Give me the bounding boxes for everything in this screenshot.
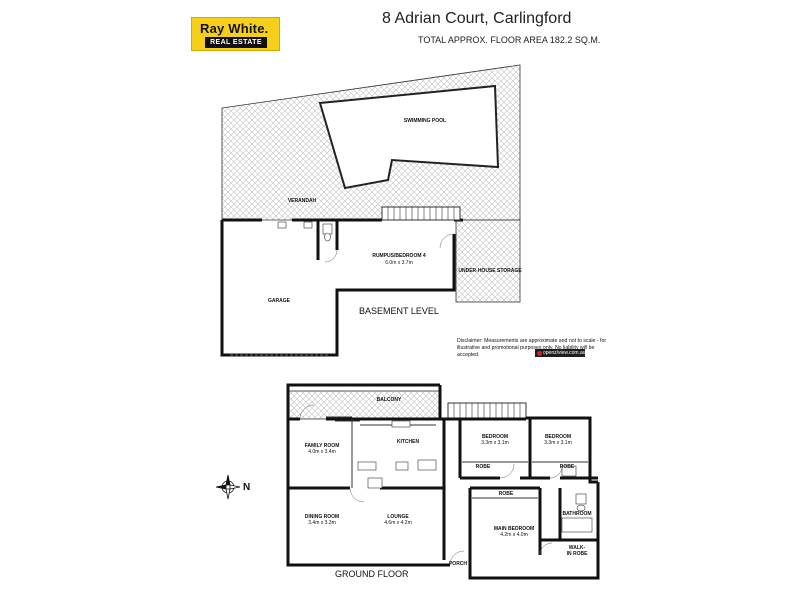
rumpus-label: RUMPUS/BEDROOM 4: [372, 253, 426, 259]
disclaimer-text: Disclaimer: Measurements are approximate…: [457, 338, 607, 358]
pool-label: SWIMMING POOL: [403, 118, 447, 124]
ground-floor-walls: [286, 383, 600, 580]
kitchen-fixtures: [357, 420, 437, 489]
storage-label: UNDER-HOUSE STORAGE: [458, 268, 522, 274]
bedroom-3-label: BEDROOM: [544, 434, 572, 440]
family-room-dimensions: 4.0m x 3.4m: [308, 449, 336, 455]
openzview-badge: openz/view.com.au: [535, 349, 586, 357]
bathroom-fixtures: [561, 465, 593, 533]
walk-in-robe-label: WALK-: [568, 545, 586, 551]
swimming-pool: [318, 84, 500, 190]
basement-door-arcs: [324, 233, 455, 263]
robe-3-label: ROBE: [498, 491, 514, 497]
basement-walls: [220, 218, 463, 357]
robe-2-label: ROBE: [559, 464, 575, 470]
basement-level-label: BASEMENT LEVEL: [359, 306, 439, 316]
logo-subtitle: REAL ESTATE: [205, 37, 267, 48]
bedroom-3-dimensions: 3.3m x 3.1m: [544, 440, 572, 446]
openzview-logo-icon: [537, 350, 542, 356]
balcony-label: BALCONY: [376, 397, 402, 403]
dining-room-dimensions: 3.4m x 3.3m: [308, 520, 336, 526]
ground-inner-lines: [351, 419, 588, 499]
family-room-label: FAMILY ROOM: [304, 443, 340, 449]
ground-door-arcs: [299, 404, 563, 566]
bedroom-2-dimensions: 3.3m x 3.1m: [481, 440, 509, 446]
lounge-label: LOUNGE: [387, 514, 409, 520]
openzview-badge-text: openz/view.com.au: [543, 350, 586, 356]
main-bedroom-label: MAIN BEDROOM: [493, 526, 535, 532]
walk-in-robe-label-2: IN ROBE: [566, 551, 588, 557]
sliding-doors: [326, 416, 360, 422]
compass-north-label: N: [243, 482, 251, 493]
balcony: [287, 390, 441, 420]
basement-stairs: [381, 206, 461, 221]
kitchen-label: KITCHEN: [396, 439, 420, 445]
main-bedroom-dimensions: 4.2m x 4.0m: [500, 532, 528, 538]
property-address: 8 Adrian Court, Carlingford: [382, 10, 572, 27]
robe-1-label: ROBE: [475, 464, 491, 470]
verandah-label: VERANDAH: [287, 198, 317, 204]
under-house-storage: [455, 219, 521, 303]
dining-room-label: DINING ROOM: [304, 514, 340, 520]
ground-floor-label: GROUND FLOOR: [335, 569, 409, 579]
rumpus-dimensions: 6.0m x 3.7m: [385, 260, 413, 266]
logo-brand-text: Ray White.: [200, 21, 269, 36]
bedroom-2-label: BEDROOM: [481, 434, 509, 440]
lounge-dimensions: 4.6m x 4.2m: [384, 520, 412, 526]
compass-icon: [215, 474, 241, 500]
ray-white-logo: Ray White. REAL ESTATE: [191, 17, 280, 51]
bathroom-label: BATHROOM: [562, 511, 592, 517]
floor-area: TOTAL APPROX. FLOOR AREA 182.2 SQ.M.: [418, 35, 601, 45]
porch-label: PORCH: [448, 561, 468, 567]
garage-label: GARAGE: [268, 298, 290, 304]
basement-fixtures: [277, 221, 333, 242]
ground-stairs: [447, 402, 527, 420]
